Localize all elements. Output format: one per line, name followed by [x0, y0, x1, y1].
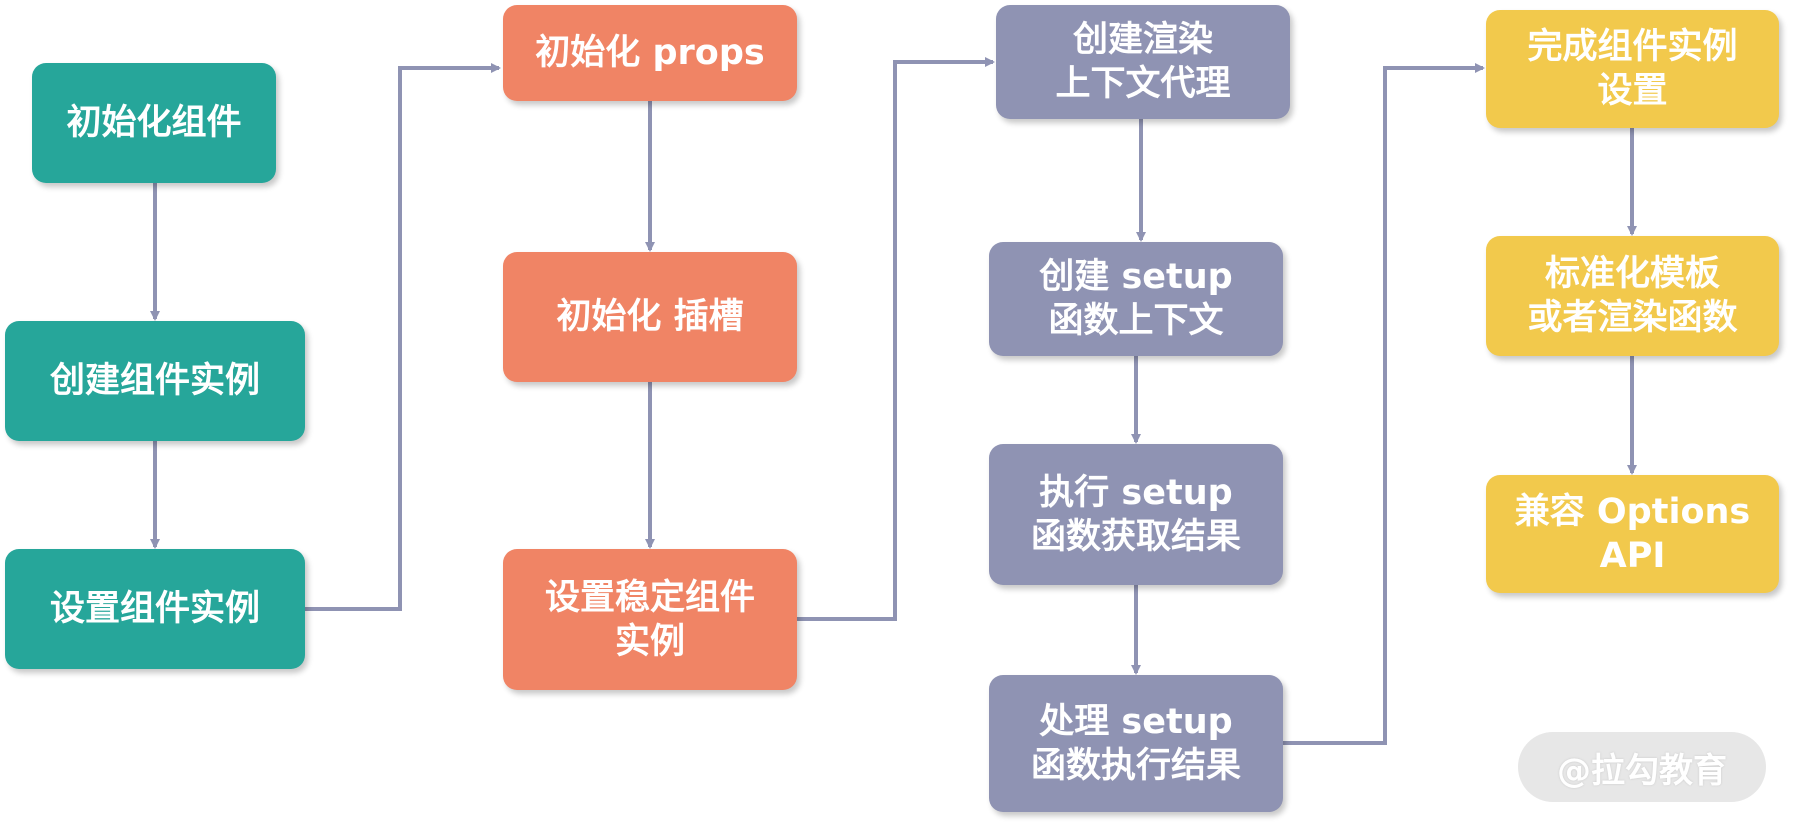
step-init-props: 初始化 props — [503, 5, 797, 101]
step-create-instance: 创建组件实例 — [5, 321, 305, 441]
arrow-col2-to-col3 — [797, 57, 995, 621]
step-render-context-proxy: 创建渲染 上下文代理 — [996, 5, 1290, 119]
step-label: 初始化组件 — [66, 103, 242, 143]
step-label: 完成组件实例 设置 — [1527, 27, 1738, 111]
step-label: 兼容 Options API — [1514, 492, 1751, 576]
watermark: @拉勾教育 — [1518, 732, 1766, 802]
step-label: 初始化 props — [535, 33, 765, 73]
step-setup-stateful-instance: 设置稳定组件 实例 — [503, 549, 797, 690]
step-options-api-compat: 兼容 Options API — [1486, 475, 1779, 593]
step-label: 执行 setup 函数获取结果 — [1030, 472, 1241, 557]
step-label: 初始化 插槽 — [556, 297, 744, 337]
watermark-text: @拉勾教育 — [1557, 750, 1727, 791]
arrow-col3-to-col4 — [1283, 63, 1485, 745]
step-create-setup-context: 创建 setup 函数上下文 — [989, 242, 1283, 356]
arrow-col1-to-col2 — [305, 63, 501, 611]
step-label: 创建 setup 函数上下文 — [1039, 257, 1233, 341]
step-finish-setup: 完成组件实例 设置 — [1486, 10, 1779, 128]
step-normalize-template: 标准化模板 或者渲染函数 — [1486, 236, 1779, 356]
step-label: 标准化模板 或者渲染函数 — [1527, 254, 1738, 338]
step-label: 设置稳定组件 实例 — [544, 577, 755, 662]
step-run-setup: 执行 setup 函数获取结果 — [989, 444, 1283, 585]
step-init-slots: 初始化 插槽 — [503, 252, 797, 382]
step-label: 创建组件实例 — [49, 361, 260, 401]
step-label: 设置组件实例 — [49, 589, 260, 629]
step-setup-instance: 设置组件实例 — [5, 549, 305, 669]
step-label: 创建渲染 上下文代理 — [1055, 20, 1231, 104]
step-label: 处理 setup 函数执行结果 — [1030, 701, 1241, 786]
step-init-component: 初始化组件 — [32, 63, 276, 183]
step-handle-setup-result: 处理 setup 函数执行结果 — [989, 675, 1283, 812]
